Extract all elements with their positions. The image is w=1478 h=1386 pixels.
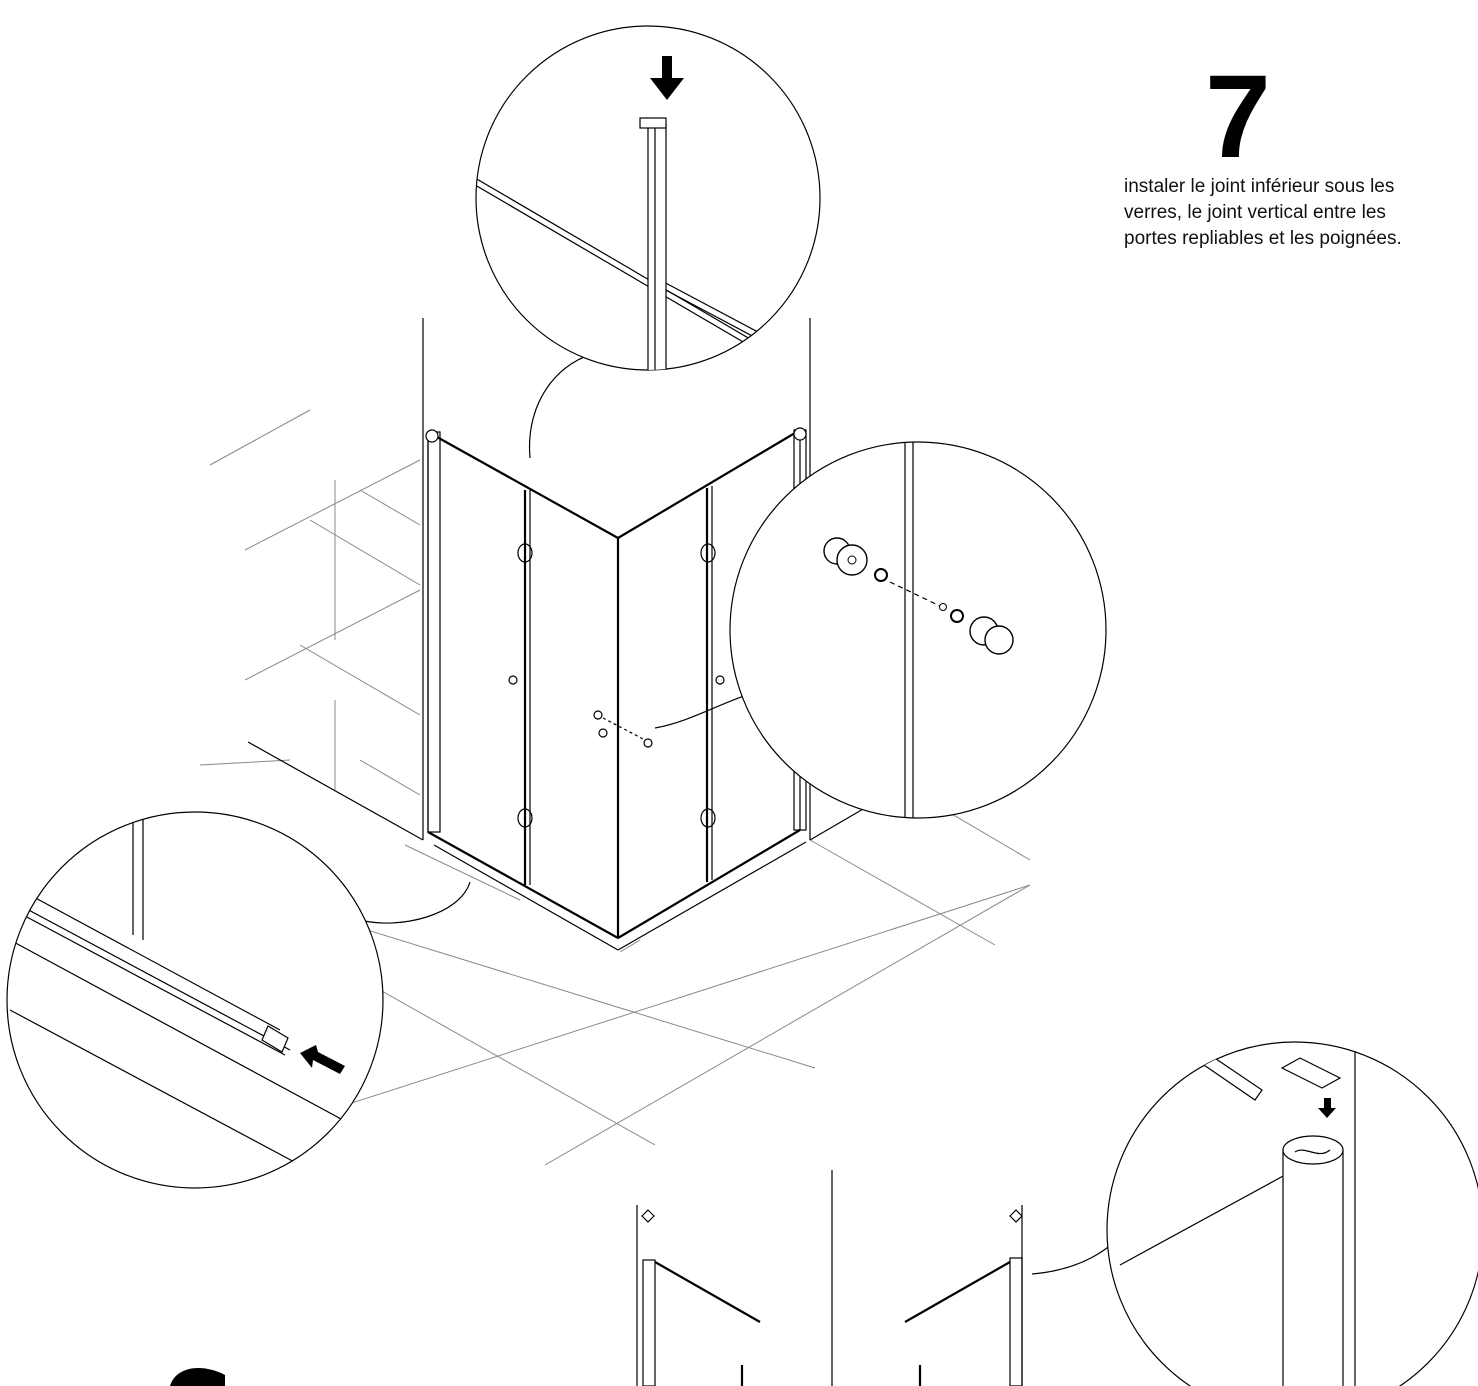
shower-enclosure [425, 427, 807, 951]
detail-right-handles [654, 441, 1107, 819]
detail-bottom-right-cap [1031, 1041, 1478, 1386]
next-step-partial [170, 1170, 1023, 1386]
wall-bricks [299, 480, 421, 796]
instruction-line: portes repliables et les poignées. [1124, 228, 1402, 249]
arrow-down-icon [650, 56, 684, 100]
step-instruction: instaler le joint inférieur sous les ver… [1124, 174, 1454, 252]
step-number: 7 [1205, 51, 1271, 183]
detail-left-bottom-seal [6, 811, 471, 1189]
detail-top-vertical-seal [475, 25, 821, 459]
instruction-line: instaler le joint inférieur sous les [1124, 176, 1395, 197]
arrow-left-icon [300, 1045, 345, 1074]
instruction-line: verres, le joint vertical entre les [1124, 202, 1386, 223]
handle-knob-icon [823, 537, 1014, 655]
